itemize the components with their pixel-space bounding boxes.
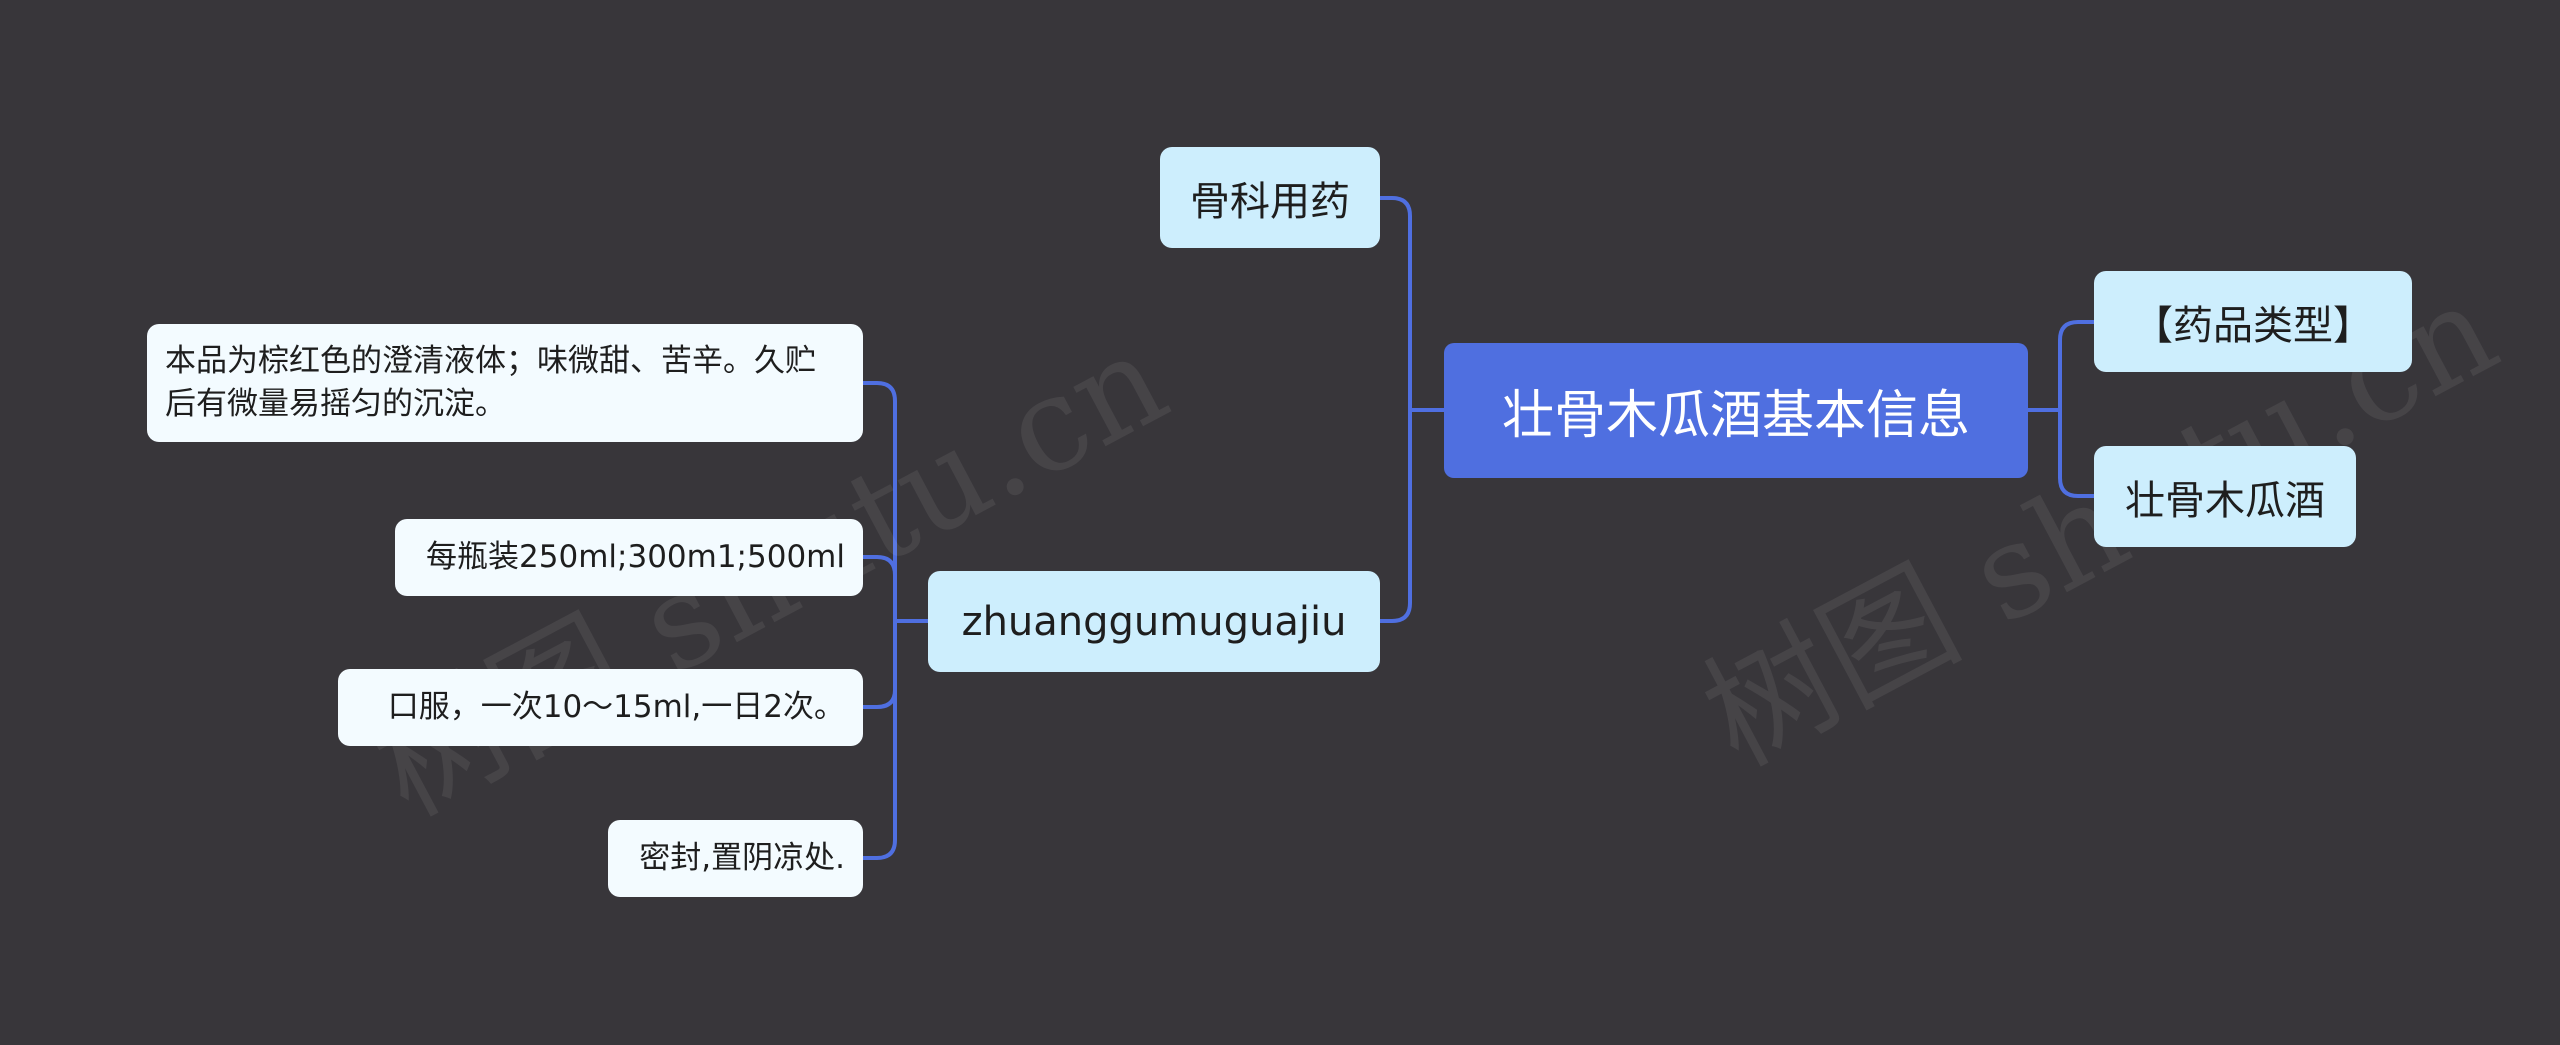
connector-root-to-category: [1378, 196, 1412, 412]
connector-pinyin-to-spec: [861, 555, 897, 623]
node-drug-type[interactable]: 【药品类型】: [2094, 271, 2412, 372]
node-drug-name[interactable]: 壮骨木瓜酒: [2094, 446, 2356, 547]
node-drug-type-label: 【药品类型】: [2133, 302, 2373, 349]
root-node[interactable]: 壮骨木瓜酒基本信息: [1444, 343, 2028, 478]
node-appearance[interactable]: 本品为棕红色的澄清液体；味微甜、苦辛。久贮后有微量易摇匀的沉淀。: [147, 324, 863, 442]
node-category-label: 骨科用药: [1190, 178, 1350, 225]
node-pinyin[interactable]: zhuanggumuguajiu: [928, 571, 1380, 672]
node-usage-label: 口服，一次10～15ml,一日2次。: [387, 688, 845, 725]
connector-pinyin-to-usage: [861, 619, 897, 709]
connector-pinyin-to-appear: [861, 381, 897, 623]
node-storage-label: 密封,置阴凉处.: [639, 839, 845, 876]
connector-root-to-name: [2058, 408, 2096, 498]
node-specification[interactable]: 每瓶装250ml;300m1;500ml: [395, 519, 863, 596]
connector-pinyin-to-store: [861, 619, 897, 860]
node-category[interactable]: 骨科用药: [1160, 147, 1380, 248]
node-pinyin-label: zhuanggumuguajiu: [961, 598, 1347, 645]
node-appearance-label: 本品为棕红色的澄清液体；味微甜、苦辛。久贮后有微量易摇匀的沉淀。: [165, 342, 816, 422]
node-specification-label: 每瓶装250ml;300m1;500ml: [426, 538, 845, 575]
node-usage[interactable]: 口服，一次10～15ml,一日2次。: [338, 669, 863, 746]
node-storage[interactable]: 密封,置阴凉处.: [608, 820, 863, 897]
connector-root-to-type: [2058, 320, 2096, 412]
root-node-label: 壮骨木瓜酒基本信息: [1501, 386, 1970, 446]
node-drug-name-label: 壮骨木瓜酒: [2125, 477, 2325, 524]
connector-root-to-pinyin: [1378, 408, 1412, 623]
